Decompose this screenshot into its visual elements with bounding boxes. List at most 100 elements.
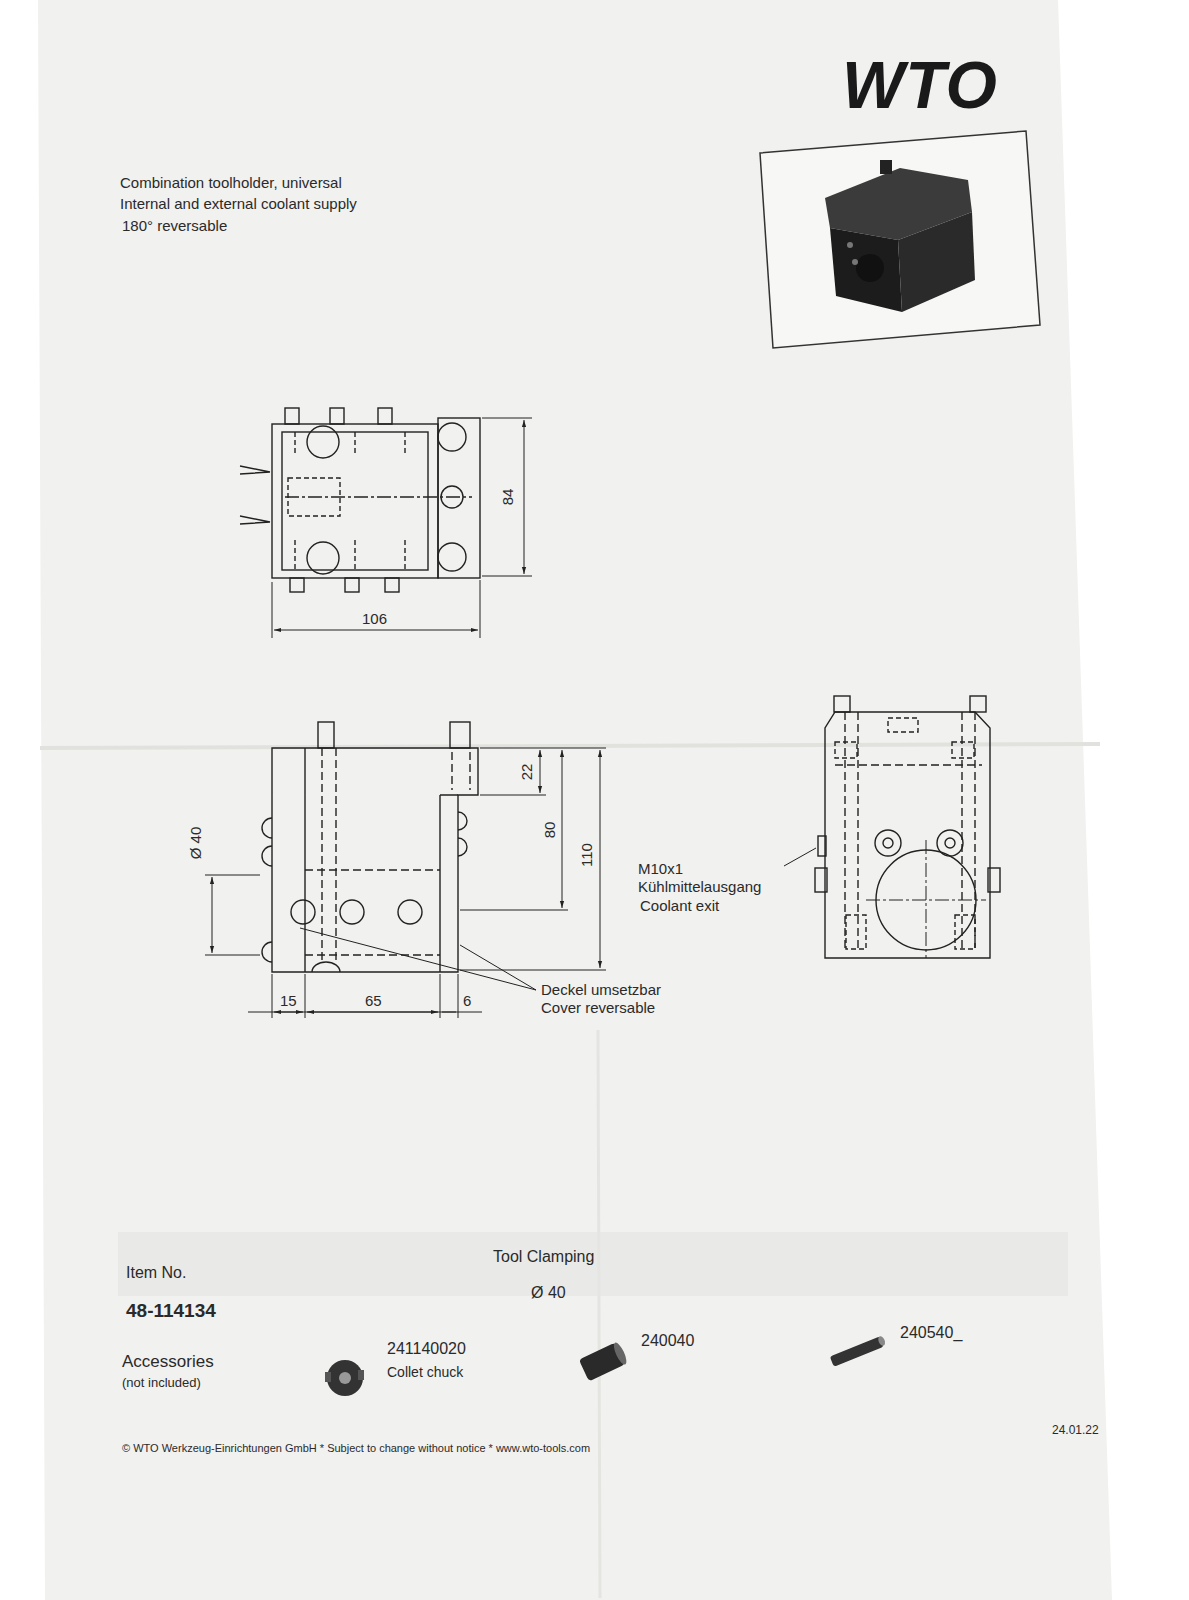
drawing-stroke (285, 496, 472, 497)
drawing-stroke (866, 840, 986, 958)
drawing-stroke (952, 742, 974, 758)
front-view (784, 696, 1000, 958)
drawing-stroke (205, 408, 1000, 1018)
drawing-stroke (880, 160, 892, 174)
label-text: Tool Clamping (493, 1248, 594, 1266)
drawing-stroke (330, 408, 344, 424)
drawing-stroke (305, 748, 470, 960)
drawing-stroke (611, 1341, 628, 1366)
label-text: Accessories (122, 1352, 214, 1372)
drawing-stroke (562, 750, 563, 908)
drawing-stroke (847, 242, 853, 248)
drawing-stroke (540, 750, 541, 793)
drawing-stroke (307, 1012, 438, 1013)
label-text: (not included) (122, 1376, 201, 1391)
drawing-stroke (898, 212, 975, 312)
drawing-stroke (830, 1336, 884, 1366)
drawing-stroke (345, 578, 359, 592)
label-text: Item No. (126, 1264, 186, 1282)
label-text: 6 (463, 992, 471, 1009)
side-view (205, 722, 606, 1018)
drawing-stroke (327, 1360, 363, 1396)
label-text: Coolant exit (640, 897, 719, 914)
drawing-stroke (272, 580, 480, 638)
drawing-stroke (438, 418, 480, 578)
fold-crease (598, 1030, 600, 1598)
top-view (240, 408, 532, 638)
label-text: 240040 (641, 1332, 694, 1350)
drawing-stroke (325, 1372, 331, 1382)
sleeve-icon (579, 1341, 629, 1381)
label-text: 65 (365, 992, 382, 1009)
drawing-stroke (398, 900, 422, 924)
dimension-text: 80 (541, 822, 558, 839)
drawing-stroke (825, 712, 990, 958)
label-text: 241140020 (387, 1340, 466, 1358)
drawing-stroke (760, 131, 1040, 348)
label-text: Cover reversable (541, 999, 655, 1016)
drawing-stroke (988, 868, 1000, 892)
label-text: 48-114134 (126, 1300, 216, 1322)
drawing-stroke (856, 254, 884, 282)
dimension-text: 22 (518, 764, 535, 781)
label-text: 240540_ (900, 1324, 962, 1342)
drawing-stroke (274, 630, 478, 631)
drawing-stroke (248, 1012, 482, 1013)
drawing-stroke (438, 423, 466, 451)
drawing-stroke (205, 875, 260, 955)
drawing-stroke (262, 818, 272, 962)
drawing-stroke (318, 722, 334, 748)
drawing-stroke (945, 838, 955, 848)
label-text: Ø 40 (531, 1284, 566, 1302)
drawing-stroke (272, 748, 478, 972)
drawing-stroke (291, 900, 315, 924)
drawing-stroke (300, 928, 536, 990)
drawing-stroke (305, 748, 458, 972)
drawing-stroke (378, 408, 392, 424)
drawing-stroke (339, 1372, 351, 1384)
drawing-stroke (288, 478, 340, 516)
drawing-stroke (285, 408, 299, 424)
drawing-stroke (212, 877, 213, 953)
drawing-stroke (295, 432, 405, 570)
drawing-stroke (815, 868, 827, 892)
brand-logo: WTO (842, 52, 998, 118)
label-text: Combination toolholder, universal (120, 174, 342, 191)
drawing-stroke (846, 915, 866, 949)
drawing-stroke (877, 1335, 886, 1347)
drawing-stroke (888, 718, 918, 732)
drawing-stroke (955, 915, 975, 949)
label-text: 180° reversable (122, 217, 227, 234)
dimension-text: 110 (578, 843, 595, 867)
drawing-stroke (307, 542, 339, 574)
drawing-stroke (307, 426, 339, 458)
drawing-stroke (524, 420, 525, 574)
drawing-stroke (438, 543, 466, 571)
drawing-stroke (875, 830, 901, 856)
label-text: 15 (280, 992, 297, 1009)
label-text: © WTO Werkzeug-Einrichtungen GmbH * Subj… (122, 1442, 590, 1455)
drawing-stroke (600, 750, 601, 968)
drawing-stroke (385, 578, 399, 592)
drawing-stroke (830, 228, 902, 312)
collet-chuck-icon (325, 1360, 364, 1396)
drawing-stroke (460, 748, 606, 970)
drawing-stroke (970, 696, 986, 712)
label-text: 24.01.22 (1052, 1424, 1099, 1438)
drawing-stroke (835, 712, 982, 950)
drawing-stroke (834, 696, 850, 712)
product-photo (760, 131, 1040, 348)
drawing-stroke (240, 466, 270, 524)
dimension-text: 84 (499, 489, 516, 506)
label-text: M10x1 (638, 860, 683, 877)
drawing-stroke (818, 836, 826, 856)
drawing-stroke (272, 424, 438, 578)
drawing-stroke (290, 578, 304, 592)
label-text: Internal and external coolant supply (120, 195, 357, 212)
label-text: Kühlmittelausgang (638, 878, 761, 895)
drawing-stroke (883, 838, 893, 848)
drawing-stroke (312, 962, 340, 972)
fold-crease (40, 744, 1100, 748)
drawing-stroke (274, 1012, 303, 1013)
